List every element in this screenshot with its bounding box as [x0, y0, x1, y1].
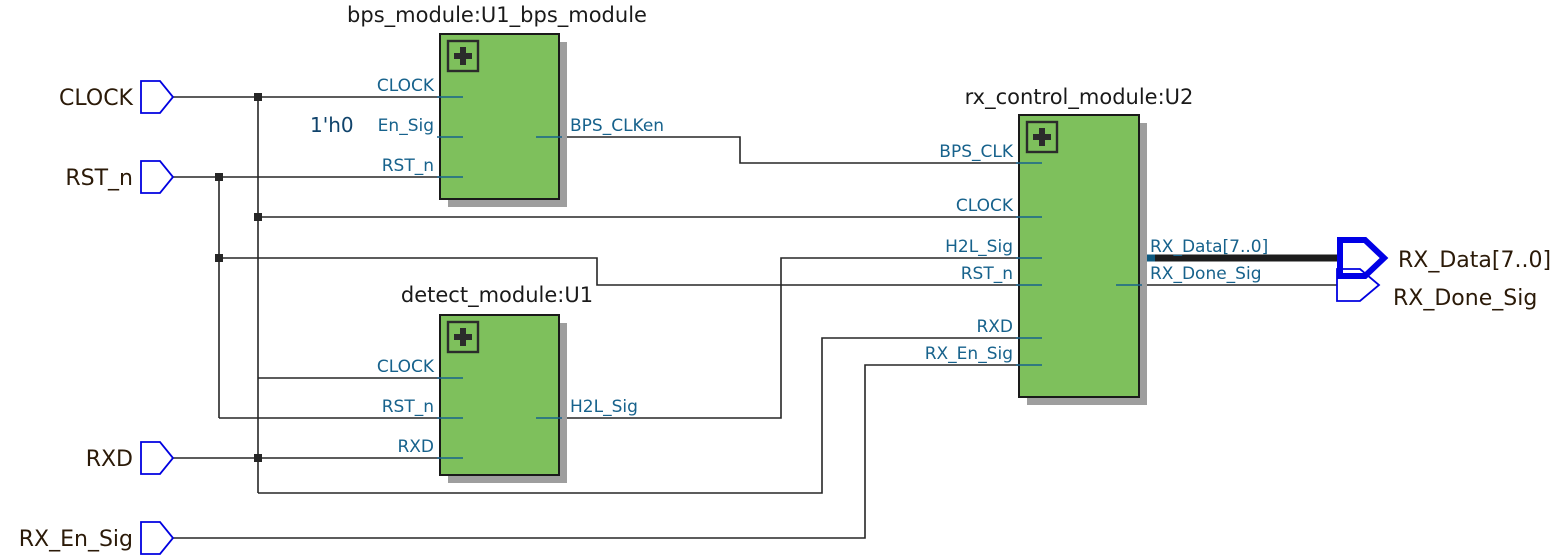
pin-label-detect-rstn: RST_n — [382, 397, 434, 417]
wire-layer — [172, 93, 1340, 539]
plus-icon[interactable] — [446, 39, 480, 73]
output-port-rxdonesig[interactable]: RX_Done_Sig — [1336, 268, 1537, 311]
junction-dot-rxd — [254, 454, 262, 462]
junction-dot-rstn — [215, 173, 223, 181]
block-title-rxctl: rx_control_module:U2 — [965, 85, 1194, 110]
input-port-label-rstn: RST_n — [65, 166, 133, 191]
pin-label-bps-ensig: En_Sig — [378, 116, 434, 136]
pin-label-detect-h2lsig: H2L_Sig — [570, 397, 638, 417]
output-port-rxdata[interactable]: RX_Data[7..0] — [1337, 237, 1551, 279]
pin-label-rxctl-bpsclk: BPS_CLK — [939, 142, 1014, 162]
block-title-detect: detect_module:U1 — [401, 283, 593, 308]
output-port-label-rxdonesig: RX_Done_Sig — [1393, 286, 1537, 311]
input-port-rxensig[interactable]: RX_En_Sig — [19, 521, 175, 555]
junction-dot-clock — [254, 93, 262, 101]
block-detect-module[interactable]: detect_module:U1 CLOCK RST_n RXD H2L_Sig — [377, 283, 638, 483]
input-port-rxd[interactable]: RXD — [86, 441, 175, 475]
pin-label-bps-bpsclken: BPS_CLKen — [570, 116, 664, 136]
pin-label-rxctl-rstn: RST_n — [961, 264, 1013, 284]
pin-label-rxctl-rxdonesig: RX_Done_Sig — [1150, 264, 1262, 284]
block-body-detect — [439, 314, 560, 476]
input-port-label-rxensig: RX_En_Sig — [19, 527, 133, 552]
wire-bpsclken-to-bpsclk — [558, 136, 1019, 164]
input-port-label-clock: CLOCK — [59, 86, 134, 111]
block-rx-control-module[interactable]: rx_control_module:U2 BPS_CLK CLOCK H2L_S… — [925, 85, 1269, 405]
pin-label-rxctl-rxd: RXD — [976, 317, 1013, 337]
plus-icon[interactable] — [1025, 120, 1059, 154]
pin-label-bps-clock: CLOCK — [377, 76, 435, 96]
pin-label-detect-rxd: RXD — [397, 437, 434, 457]
input-port-rstn[interactable]: RST_n — [65, 160, 175, 194]
wire-rstn-to-rxctl — [219, 257, 1019, 286]
pin-label-rxctl-rxensig: RX_En_Sig — [925, 344, 1013, 364]
pin-label-detect-clock: CLOCK — [377, 357, 435, 377]
pin-label-rxctl-h2lsig: H2L_Sig — [945, 237, 1013, 257]
block-bps-module[interactable]: bps_module:U1_bps_module CLOCK 1'h0 En_S… — [310, 3, 664, 207]
block-body-rxctl — [1018, 114, 1140, 398]
junction-dot-clock-rxctl — [254, 213, 262, 221]
constant-label-bps-ensig: 1'h0 — [310, 113, 354, 137]
block-title-bps: bps_module:U1_bps_module — [347, 3, 647, 28]
block-body-bps — [439, 33, 560, 200]
input-port-clock[interactable]: CLOCK — [59, 80, 175, 114]
wire-h2lsig-to-rxctl — [558, 257, 1019, 419]
pin-label-bps-rstn: RST_n — [382, 156, 434, 176]
wire-rxensig-to-rxctl — [172, 364, 1019, 539]
input-port-label-rxd: RXD — [86, 447, 133, 472]
output-port-label-rxdata: RX_Data[7..0] — [1398, 248, 1551, 273]
wire-rxd-to-rxctl — [258, 337, 1019, 494]
pin-label-rxctl-clock: CLOCK — [956, 196, 1014, 216]
junction-dot-rstn-rxctl — [215, 254, 223, 262]
pin-label-rxctl-rxdata: RX_Data[7..0] — [1150, 237, 1268, 257]
plus-icon[interactable] — [446, 320, 480, 354]
